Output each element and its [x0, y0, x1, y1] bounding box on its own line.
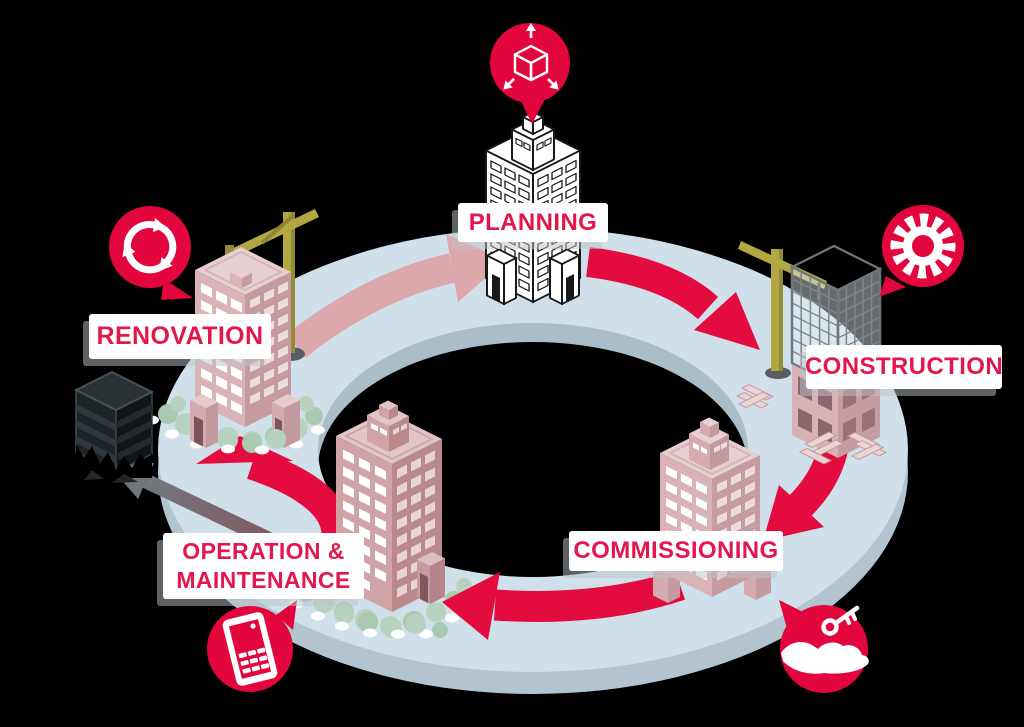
label-planning: PLANNING: [458, 203, 608, 242]
bubble-planning: [490, 23, 570, 124]
recycle-icon: [122, 218, 177, 274]
crane-construction: [738, 241, 827, 379]
hand-key-icon: [781, 605, 869, 674]
arrow-renovation-to-planning: [286, 234, 506, 358]
trees-front: [218, 429, 426, 639]
label-operation-maintenance: OPERATION & MAINTENANCE: [163, 533, 364, 599]
bubble-commissioning: [779, 600, 869, 693]
building-demolished: [74, 371, 154, 483]
label-renovation: RENOVATION: [89, 314, 271, 359]
bricks-construction: [735, 383, 888, 465]
label-operation-line2: MAINTENANCE: [176, 567, 351, 593]
bubble-construction: [879, 205, 964, 297]
cube-3d-icon: [503, 23, 559, 90]
label-commissioning: COMMISSIONING: [569, 531, 783, 571]
label-construction: CONSTRUCTION: [805, 345, 1003, 389]
label-operation-line1: OPERATION &: [182, 537, 345, 564]
smartphone-icon: [222, 612, 278, 686]
arrow-planning-to-construction: [586, 247, 760, 350]
bubble-renovation: [109, 206, 193, 300]
bubble-operation: [207, 600, 297, 692]
gear-icon: [890, 213, 956, 279]
